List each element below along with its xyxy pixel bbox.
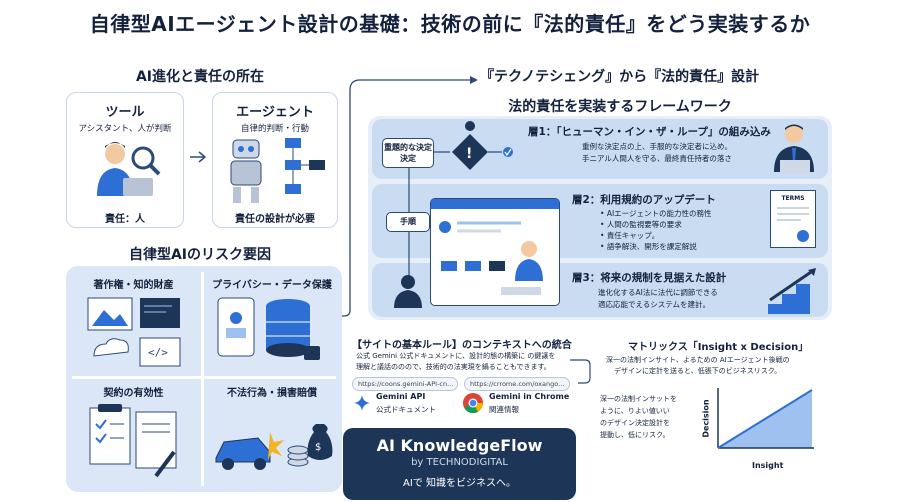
agent-responsibility: 責任の設計が必要 — [235, 214, 315, 225]
matrix-note2: ように、りよい値いい — [600, 407, 670, 415]
person-laptop-icon — [97, 142, 161, 196]
layer2-bullet: 責任キャップ。 — [600, 230, 712, 241]
evolution-heading: AI進化と責任の所在 — [135, 69, 265, 85]
layer3-desc2: 適応応能でえるシステムを建計。 — [598, 300, 711, 309]
gemini-api-sub: 公式ドキュメント — [376, 405, 436, 414]
tool-title: ツール — [105, 105, 145, 120]
flow-vertical-line — [408, 168, 410, 278]
url-bar-1[interactable]: https://coons.gemini-API-cn... — [352, 377, 458, 391]
rules-desc1: 公式 Gemini 公式ドキュメントに、設計的態の構築に の鍵譲を — [356, 352, 556, 360]
page-title: 自律型AIエージェント設計の基礎：技術の前に『法的責任』をどう実装するか — [89, 12, 811, 36]
risk-tort-label: 不法行為・損害賠償 — [227, 388, 317, 399]
matrix-desc1: 深一の法制インサイト、よるための AIエージェント後戦の — [606, 356, 790, 364]
url-bar-2[interactable]: https://crrome.com/oxango... — [464, 377, 570, 391]
car-crash-icon: $ — [215, 424, 333, 470]
rules-heading: 【サイトの基本ルール】のコンテキストへの統合 — [352, 340, 572, 351]
matrix-note4: 提動し、低にリスク。 — [600, 431, 670, 439]
tool-card: ツール アシスタント、人が判断 責任：人 — [66, 92, 184, 228]
layer2-bullets: AIエージェントの能力性の務性 人間の監視要等の要求 責任キャップ。 語争解決、… — [600, 208, 712, 252]
layer1-title: 層1：「ヒューマン・イン・ザ・ループ」の組み込み — [528, 126, 771, 138]
risk-privacy-label: プライバシー・データ保護 — [212, 280, 332, 291]
matrix-y-label: Decision — [701, 399, 711, 438]
gemini-api-title: Gemini API — [376, 392, 426, 401]
svg-text:$: $ — [315, 442, 321, 453]
layer2-bullet: AIエージェントの能力性の務性 — [600, 208, 712, 219]
workflow-screen-icon — [439, 221, 543, 295]
layer3-title: 層3：将来の規制を見据えた設計 — [572, 272, 727, 284]
matrix-note1: 深一の法制インサットを — [600, 395, 677, 403]
layer1-band — [372, 119, 828, 179]
tool-subtitle: アシスタント、人が判断 — [78, 124, 172, 134]
gemini-star-icon — [354, 395, 370, 411]
matrix-desc2: デザインに定計を送ると、低張下のビジネスリスク。 — [614, 367, 782, 375]
gemini-api-link[interactable]: Gemini API 公式ドキュメント — [354, 392, 454, 418]
layer2-bullet: 語争解決、開形を課定解説 — [600, 241, 712, 252]
rules-desc2: 理解と議話ののので、技術的の法実現を鍋ることもできます。 — [356, 363, 551, 371]
layer2-bullet: 人間の監視要等の要求 — [600, 219, 712, 230]
chrome-logo-icon — [463, 393, 484, 414]
risk-panel: 著作権・知的財産 </> プライバシー・データ保護 契約の有効性 不法行為・損害… — [66, 266, 342, 492]
browser-window — [430, 198, 560, 306]
contract-pen-icon — [89, 404, 177, 478]
growth-stairs-icon — [768, 268, 816, 314]
svg-text:!: ! — [466, 146, 472, 162]
insight-decision-chart — [717, 388, 814, 449]
decision-node: 重題的な決定決定 — [382, 138, 434, 168]
matrix-note3: のデザイン決定設計を — [600, 419, 670, 427]
layer1-desc1: 重例な決定点の上、手服的な決定者に込め。 — [582, 142, 732, 151]
agent-subtitle: 自律的判断・行動 — [240, 124, 309, 134]
copyright-icon: </> — [87, 297, 181, 367]
gemini-chrome-title: Gemini in Chrome — [489, 392, 570, 401]
brand-tagline: AIで 知識をビジネスへ。 — [403, 478, 516, 489]
agent-title: エージェント — [236, 105, 314, 120]
operator-icon — [394, 275, 422, 308]
risk-copyright-label: 著作権・知的財産 — [93, 280, 174, 291]
brand-name: AI KnowledgeFlow — [376, 436, 543, 455]
brand-box: AI KnowledgeFlow by TECHNODIGITAL AIで 知識… — [343, 428, 576, 500]
matrix-x-label: Insight — [752, 461, 784, 470]
gemini-chrome-link[interactable]: Gemini in Chrome 関連情報 — [462, 392, 572, 418]
decision-flow-icon: ! — [434, 121, 513, 170]
design-heading: 『テクノテシェング』から『法的責任』設計 — [480, 69, 760, 85]
layer3-desc1: 進化化するAI法に法代に調節できる — [598, 288, 718, 297]
brand-by: by TECHNODIGITAL — [411, 457, 508, 468]
layer2-title: 層2：利用規約のアップデート — [572, 194, 716, 206]
terms-label: TERMS — [781, 195, 805, 202]
robot-flowchart-icon — [230, 138, 325, 203]
agent-card: エージェント 自律的判断・行動 責任の設計が必要 — [212, 92, 338, 228]
arrow-right-icon — [190, 151, 207, 163]
risk-contract-label: 契約の有効性 — [103, 388, 164, 399]
terms-document-icon: TERMS — [770, 190, 816, 248]
framework-heading: 法的責任を実装するフレームワーク — [508, 99, 732, 115]
procedure-node: 手順 — [386, 212, 430, 232]
tool-responsibility: 責任：人 — [105, 214, 145, 225]
database-lock-icon — [217, 297, 320, 360]
matrix-heading: マトリックス「Insight x Decision」 — [628, 342, 809, 353]
layer1-desc2: 手ニアル人間人を守る、最終責任持者の落さ — [582, 154, 732, 163]
gemini-chrome-sub: 関連情報 — [489, 405, 519, 414]
risk-heading: 自律型AIのリスク要因 — [128, 247, 272, 263]
businessman-laptop-icon — [774, 124, 814, 174]
svg-text:</>: </> — [148, 346, 168, 359]
